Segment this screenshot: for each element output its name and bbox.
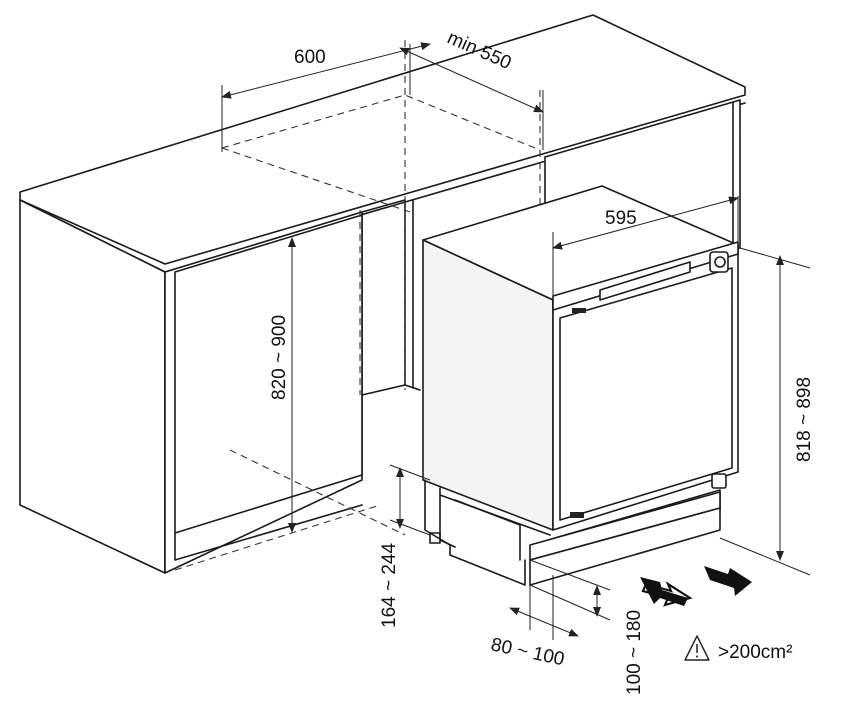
cabinet-left-side bbox=[19, 199, 166, 574]
dimension-595: 595 bbox=[552, 196, 739, 300]
fridge-door bbox=[559, 267, 733, 521]
label-818-898: 818 ~ 898 bbox=[794, 377, 815, 462]
hidden-lines bbox=[174, 40, 541, 571]
label-820-900: 820 ~ 900 bbox=[269, 315, 290, 400]
hinge-bottom-right bbox=[711, 473, 727, 489]
airflow-in-arrow-icon bbox=[640, 577, 693, 607]
label-80-100: 80 ~ 100 bbox=[489, 634, 566, 670]
dimension-164-244: 164 ~ 244 bbox=[379, 464, 431, 628]
label-164-244: 164 ~ 244 bbox=[379, 543, 400, 628]
airflow-out-arrow-icon bbox=[704, 566, 752, 596]
warning-triangle-icon bbox=[684, 635, 710, 661]
label-100-180: 100 ~ 180 bbox=[624, 610, 645, 695]
hinge-top-right bbox=[709, 251, 729, 273]
hinge-top-left bbox=[572, 308, 586, 313]
refrigerator bbox=[422, 185, 739, 586]
label-595: 595 bbox=[605, 208, 637, 229]
label-ventilation-area: >200cm² bbox=[718, 642, 792, 663]
dimension-80-100: 80 ~ 100 bbox=[489, 575, 579, 670]
dimension-600: 600 bbox=[221, 42, 431, 152]
plinth bbox=[529, 507, 721, 586]
cabinet-door bbox=[174, 214, 363, 534]
dimension-820-900: 820 ~ 900 bbox=[269, 237, 296, 533]
ventilation-note: >200cm² bbox=[684, 635, 792, 663]
dimension-100-180: 100 ~ 180 bbox=[529, 559, 645, 695]
label-600: 600 bbox=[294, 47, 326, 68]
hinge-bottom-left bbox=[570, 512, 584, 518]
dimension-818-898: 818 ~ 898 bbox=[719, 247, 815, 576]
